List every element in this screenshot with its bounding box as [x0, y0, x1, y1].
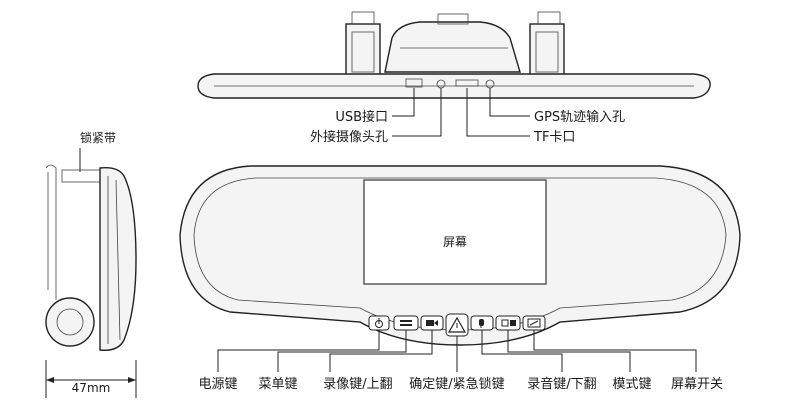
mount-clip-right: [529, 11, 565, 81]
screen-toggle-icon: [527, 318, 541, 328]
warning-triangle-icon: [447, 316, 467, 333]
menu-button-label: 菜单键: [258, 377, 297, 392]
usb-port: [405, 78, 423, 88]
tf-slot-label: TF卡口: [533, 130, 575, 145]
screen-label: 屏幕: [443, 235, 467, 249]
front-view: 屏幕: [179, 165, 741, 392]
usb-label: USB接口: [335, 109, 388, 125]
menu-button[interactable]: [393, 315, 419, 331]
mount-clip-left: [345, 11, 381, 81]
camera-housing: [384, 21, 521, 73]
side-camera-knob: [45, 297, 95, 347]
screen: [363, 179, 547, 285]
tf-slot: [455, 79, 479, 87]
menu-icon: [400, 320, 412, 326]
gps-port-label: GPS轨迹输入孔: [534, 109, 625, 125]
side-view: 锁紧带 47mm: [45, 130, 137, 398]
button-strip: [368, 313, 546, 337]
dimension-label: 47mm: [72, 381, 111, 395]
screen-toggle-label: 屏幕开关: [671, 377, 723, 392]
record-icon: [426, 320, 438, 326]
power-button-label: 电源键: [198, 377, 237, 392]
power-icon: [375, 318, 383, 328]
confirm-button-label: 确定键/紧急锁键: [409, 376, 504, 392]
top-view: USB接口 外接摄像头孔 GPS轨迹输入孔 TF卡口: [197, 11, 711, 145]
camera-port-label: 外接摄像头孔: [310, 129, 388, 145]
strap-label: 锁紧带: [80, 130, 116, 145]
mic-button-label: 录音键/下翻: [527, 376, 596, 392]
record-button-label: 录像键/上翻: [323, 377, 392, 392]
mode-button-label: 模式键: [612, 377, 651, 392]
mode-icon: [501, 319, 516, 327]
mic-icon: [479, 319, 484, 328]
